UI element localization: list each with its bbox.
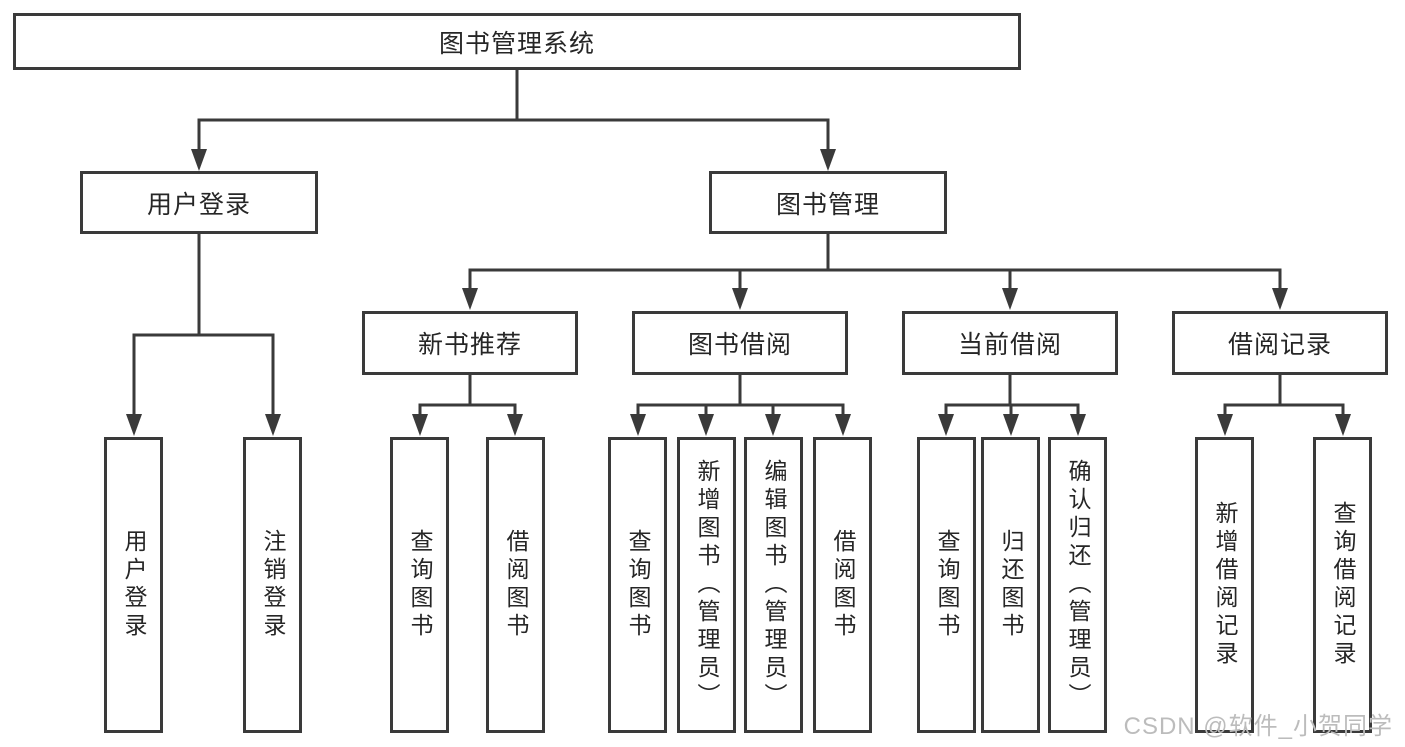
arrowhead (265, 414, 281, 436)
leaf-current-return: 归还图书 (981, 437, 1040, 733)
node-borrow-records: 借阅记录 (1172, 311, 1388, 375)
connector-newbooks-bar (418, 403, 517, 415)
leaf-borrow-query-label: 查询图书 (625, 529, 651, 641)
arrowhead (1003, 414, 1019, 436)
leaf-logout: 注销登录 (243, 437, 302, 733)
leaf-records-query-label: 查询借阅记录 (1330, 501, 1356, 669)
node-borrow-records-label: 借阅记录 (1227, 331, 1332, 359)
leaf-current-query: 查询图书 (917, 437, 976, 733)
node-book-borrow: 图书借阅 (632, 311, 848, 375)
connector-root-bar (197, 118, 830, 150)
leaf-current-return-label: 归还图书 (998, 529, 1024, 641)
leaf-borrow-borrow: 借阅图书 (813, 437, 872, 733)
arrowhead (630, 414, 646, 436)
node-new-books: 新书推荐 (362, 311, 578, 375)
leaf-records-query: 查询借阅记录 (1313, 437, 1372, 733)
leaf-user-login-label: 用户登录 (121, 529, 147, 641)
arrowhead (1070, 414, 1086, 436)
arrowhead (938, 414, 954, 436)
arrowhead (765, 414, 781, 436)
arrowhead (1217, 414, 1233, 436)
leaf-newbooks-borrow: 借阅图书 (486, 437, 545, 733)
arrowhead (507, 414, 523, 436)
arrowhead (732, 288, 748, 310)
leaf-borrow-edit: 编辑图书（管理员） (744, 437, 803, 733)
node-root: 图书管理系统 (13, 13, 1021, 70)
leaf-current-query-label: 查询图书 (934, 529, 960, 641)
leaf-newbooks-query: 查询图书 (390, 437, 449, 733)
arrowhead (1272, 288, 1288, 310)
arrowhead (1335, 414, 1351, 436)
arrowhead (698, 414, 714, 436)
node-current-borrow-label: 当前借阅 (957, 331, 1062, 359)
connector-mgmt-bar (468, 268, 1282, 289)
leaf-newbooks-query-label: 查询图书 (407, 529, 433, 641)
leaf-records-add: 新增借阅记录 (1195, 437, 1254, 733)
arrowhead (462, 288, 478, 310)
leaf-borrow-query: 查询图书 (608, 437, 667, 733)
leaf-user-login: 用户登录 (104, 437, 163, 733)
node-new-books-label: 新书推荐 (417, 331, 522, 359)
connector-current-bar (944, 403, 1080, 415)
node-book-mgmt-label: 图书管理 (775, 190, 880, 219)
leaf-records-add-label: 新增借阅记录 (1212, 501, 1238, 669)
arrowhead (1002, 288, 1018, 310)
arrowhead (412, 414, 428, 436)
leaf-current-confirm: 确认归还（管理员） (1048, 437, 1107, 733)
leaf-current-confirm-label: 确认归还（管理员） (1065, 459, 1091, 711)
csdn-watermark: CSDN @软件_小贺同学 (1123, 713, 1393, 740)
leaf-logout-label: 注销登录 (260, 529, 286, 641)
leaf-borrow-add: 新增图书（管理员） (677, 437, 736, 733)
arrowhead (126, 414, 142, 436)
connector-login-bar (132, 333, 275, 415)
node-current-borrow: 当前借阅 (902, 311, 1118, 375)
arrowhead (820, 149, 836, 171)
node-book-mgmt: 图书管理 (709, 171, 947, 234)
node-root-label: 图书管理系统 (438, 29, 595, 58)
arrowhead (191, 149, 207, 171)
leaf-borrow-edit-label: 编辑图书（管理员） (761, 459, 787, 711)
arrowhead (835, 414, 851, 436)
leaf-newbooks-borrow-label: 借阅图书 (503, 529, 529, 641)
connector-records-bar (1223, 403, 1345, 415)
leaf-borrow-borrow-label: 借阅图书 (830, 529, 856, 641)
node-user-login-label: 用户登录 (146, 190, 251, 219)
leaf-borrow-add-label: 新增图书（管理员） (694, 459, 720, 711)
connector-borrow-bar (636, 403, 845, 415)
node-book-borrow-label: 图书借阅 (687, 331, 792, 359)
node-user-login: 用户登录 (80, 171, 318, 234)
